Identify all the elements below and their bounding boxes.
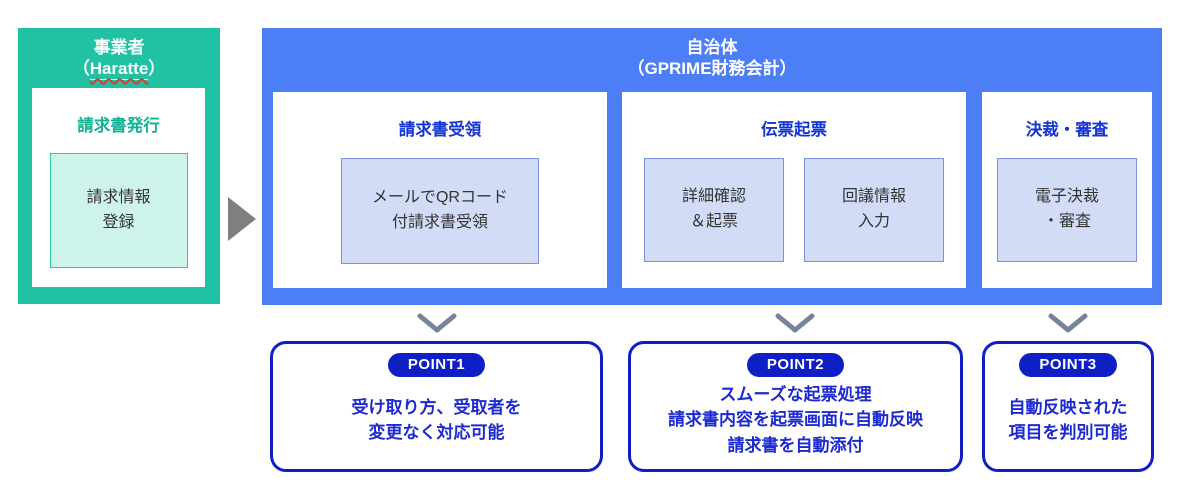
task-row: 詳細確認 ＆起票 回議情報 入力 bbox=[644, 158, 944, 262]
chevron-down-icon bbox=[775, 313, 815, 333]
vendor-product-name: Haratte bbox=[89, 59, 149, 80]
vendor-step-panel: 請求書発行 請求情報 登録 bbox=[32, 88, 205, 287]
task-detail-check-entry: 詳細確認 ＆起票 bbox=[644, 158, 784, 262]
task-circulation-info-input: 回議情報 入力 bbox=[804, 158, 944, 262]
flow-arrow-icon bbox=[228, 197, 256, 241]
vendor-title-line2: （Haratte） bbox=[72, 59, 166, 80]
task-row: 電子決裁 ・審査 bbox=[997, 158, 1137, 262]
government-box: 自治体 （GPRIME財務会計） 請求書受領 メールでQRコード 付請求書受領 … bbox=[262, 28, 1162, 305]
government-title-line1: 自治体 bbox=[686, 38, 738, 57]
section-title-invoice-receipt: 請求書受領 bbox=[398, 121, 482, 139]
section-title-voucher-entry: 伝票起票 bbox=[761, 121, 827, 139]
vendor-title-line1: 事業者 bbox=[93, 38, 145, 57]
point3-text: 自動反映された 項目を判別可能 bbox=[1008, 397, 1128, 443]
task-row: メールでQRコード 付請求書受領 bbox=[341, 158, 539, 264]
section-voucher-entry: 伝票起票 詳細確認 ＆起票 回議情報 入力 bbox=[622, 92, 966, 288]
point3-badge: POINT3 bbox=[1019, 353, 1117, 377]
point2-text: スムーズな起票処理 請求書内容を起票画面に自動反映 請求書を自動添付 bbox=[668, 384, 923, 455]
point1-badge: POINT1 bbox=[387, 353, 486, 377]
task-qr-invoice-email: メールでQRコード 付請求書受領 bbox=[341, 158, 539, 264]
section-invoice-receipt: 請求書受領 メールでQRコード 付請求書受領 bbox=[273, 92, 607, 288]
chevron-down-icon bbox=[417, 313, 457, 333]
point3-box: POINT3 自動反映された 項目を判別可能 bbox=[982, 341, 1154, 472]
task-electronic-approval: 電子決裁 ・審査 bbox=[997, 158, 1137, 262]
chevron-down-icon bbox=[1048, 313, 1088, 333]
vendor-title: 事業者 （Haratte） bbox=[18, 37, 220, 80]
government-title-line2: （GPRIME財務会計） bbox=[627, 59, 797, 78]
vendor-task-invoice-registration: 請求情報 登録 bbox=[49, 153, 188, 268]
section-title-approval-review: 決裁・審査 bbox=[1025, 121, 1109, 139]
point1-text: 受け取り方、受取者を 変更なく対応可能 bbox=[351, 397, 522, 443]
vendor-box: 事業者 （Haratte） 請求書発行 請求情報 登録 bbox=[18, 28, 220, 304]
vendor-step-title: 請求書発行 bbox=[77, 117, 160, 135]
point2-badge: POINT2 bbox=[746, 353, 845, 377]
section-approval-review: 決裁・審査 電子決裁 ・審査 bbox=[982, 92, 1152, 288]
point1-box: POINT1 受け取り方、受取者を 変更なく対応可能 bbox=[270, 341, 603, 472]
government-title: 自治体 （GPRIME財務会計） bbox=[262, 37, 1162, 79]
point2-box: POINT2 スムーズな起票処理 請求書内容を起票画面に自動反映 請求書を自動添… bbox=[628, 341, 963, 472]
